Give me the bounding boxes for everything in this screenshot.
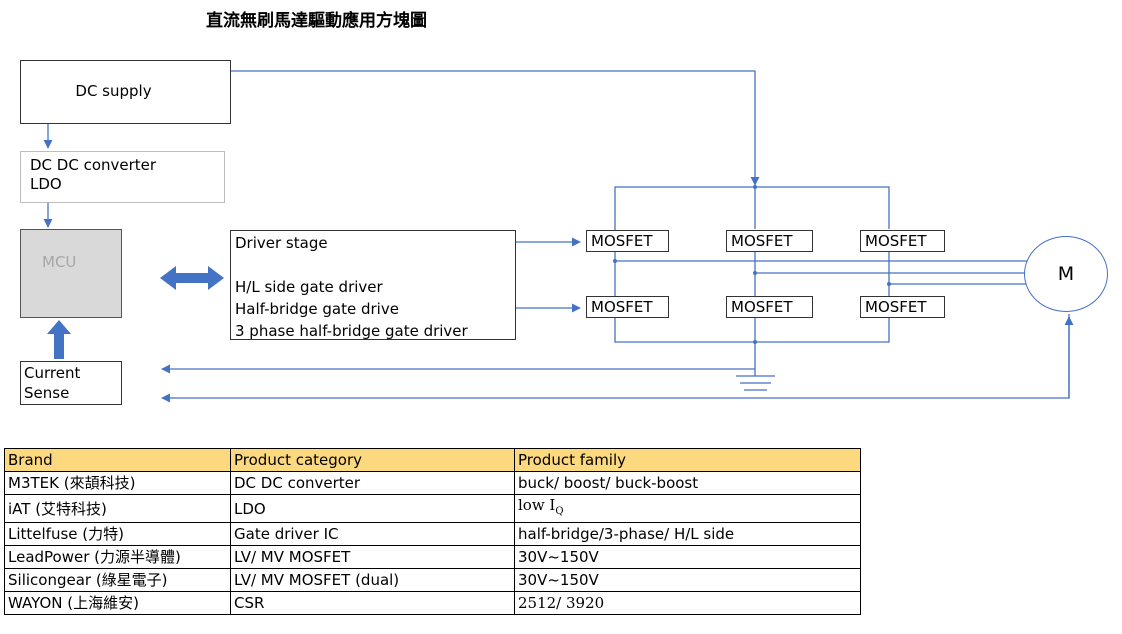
brand-cell: Littelfuse (力特) [4, 522, 231, 546]
current-label: Current [24, 364, 81, 382]
dc-supply-block: DC supply [20, 60, 231, 124]
bottom-rail-wire [614, 318, 890, 343]
header-category: Product category [230, 448, 515, 472]
driver-stage-block: Driver stage H/L side gate driver Half-b… [230, 230, 516, 340]
top-rail-wire [614, 186, 890, 241]
mcu-label: MCU [42, 253, 77, 271]
mcu-driver-bidirectional-arrow [160, 266, 224, 290]
current-sense-block: Current Sense [20, 361, 122, 405]
mcu-block: MCU [20, 229, 122, 318]
family-cell: low IQ [514, 494, 861, 523]
header-brand: Brand [4, 448, 231, 472]
category-cell: LDO [230, 494, 515, 523]
supply-to-bridge-wire [231, 70, 760, 186]
ldo-label: LDO [30, 175, 62, 193]
half-bridge-driver-label: Half-bridge gate drive [235, 300, 399, 318]
mosfet-high-a: MOSFET [586, 230, 669, 252]
family-text: low I [518, 496, 556, 514]
dcdc-converter-block: DC DC converter LDO [20, 151, 225, 203]
family-cell: 2512/ 3920 [514, 591, 861, 615]
dc-supply-label: DC supply [75, 82, 152, 101]
current-sense-up-arrow [47, 320, 71, 359]
family-cell: 30V~150V [514, 568, 861, 592]
brand-cell: WAYON (上海維安) [4, 591, 231, 615]
category-cell: Gate driver IC [230, 522, 515, 546]
category-cell: LV/ MV MOSFET (dual) [230, 568, 515, 592]
category-cell: DC DC converter [230, 471, 515, 495]
mosfet-low-c: MOSFET [860, 296, 945, 318]
header-family: Product family [514, 448, 861, 472]
vendor-table: Brand Product category Product family M3… [4, 448, 861, 615]
family-cell: buck/ boost/ buck-boost [514, 471, 861, 495]
table-row: iAT (艾特科技) LDO low IQ [4, 494, 861, 523]
mosfet-low-a: MOSFET [586, 296, 669, 318]
brand-cell: iAT (艾特科技) [4, 494, 231, 523]
dcdc-label: DC DC converter [30, 156, 157, 174]
table-row: M3TEK (來頡科技) DC DC converter buck/ boost… [4, 471, 861, 495]
brand-cell: Silicongear (綠星電子) [4, 568, 231, 592]
sense-label: Sense [24, 384, 70, 402]
brand-cell: LeadPower (力源半導體) [4, 545, 231, 569]
table-row: Littelfuse (力特) Gate driver IC half-brid… [4, 522, 861, 546]
three-phase-driver-label: 3 phase half-bridge gate driver [235, 322, 468, 340]
family-cell: 30V~150V [514, 545, 861, 569]
motor-label: M [1057, 263, 1075, 285]
mosfet-high-c: MOSFET [860, 230, 945, 252]
category-cell: LV/ MV MOSFET [230, 545, 515, 569]
driver-stage-label: Driver stage [235, 234, 328, 252]
junction-dot [753, 185, 757, 189]
diagram-title: 直流無刷馬達驅動應用方塊圖 [206, 11, 427, 31]
table-row: LeadPower (力源半導體) LV/ MV MOSFET 30V~150V [4, 545, 861, 569]
mosfet-low-b: MOSFET [726, 296, 813, 318]
family-cell: half-bridge/3-phase/ H/L side [514, 522, 861, 546]
hl-side-driver-label: H/L side gate driver [235, 278, 383, 296]
table-header-row: Brand Product category Product family [4, 448, 861, 472]
family-subscript: Q [555, 506, 564, 517]
table-row: WAYON (上海維安) CSR 2512/ 3920 [4, 591, 861, 615]
brand-cell: M3TEK (來頡科技) [4, 471, 231, 495]
motor-symbol: M [1024, 236, 1108, 312]
mosfet-high-b: MOSFET [726, 230, 813, 252]
category-cell: CSR [230, 591, 515, 615]
table-row: Silicongear (綠星電子) LV/ MV MOSFET (dual) … [4, 568, 861, 592]
